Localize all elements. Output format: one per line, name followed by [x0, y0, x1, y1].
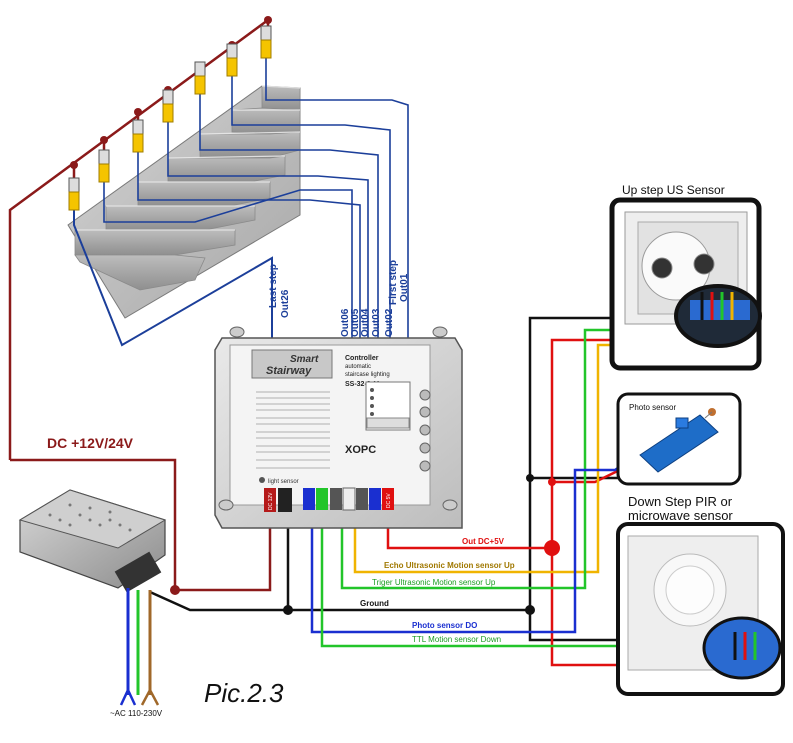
trigger-label: Triger Ultrasonic Motion sensor Up: [372, 578, 496, 587]
ac-plugs: [119, 687, 160, 706]
controller-opc: XOPC: [345, 444, 376, 456]
controller-title-3: staircase lighting: [345, 372, 390, 378]
controller-dc-in: DC 12V: [268, 492, 274, 510]
photo-sensor: [616, 392, 742, 486]
ttl-down-label: TTL Motion sensor Down: [412, 635, 501, 644]
down-sensor-label-1: Down Step PIR or: [628, 494, 733, 509]
out04-label: Out04: [360, 308, 371, 337]
junction-nodes: [170, 474, 560, 615]
out06-label: Out06: [340, 308, 351, 337]
controller-model: SS-32-2.11: [345, 381, 380, 388]
up-sensor: [609, 197, 762, 371]
ac-wires: [126, 588, 152, 695]
controller-light-sensor: light sensor: [268, 479, 299, 485]
out02-label: Out02: [384, 308, 395, 337]
power-supply: [18, 489, 167, 593]
dc-in-wire: [175, 500, 272, 592]
down-sensor-label-2: microwave sensor: [628, 508, 733, 523]
photo-do-label: Photo sensor DO: [412, 621, 477, 630]
photo-sensor-label: Photo sensor: [629, 403, 676, 412]
controller-box: Smart Stairway Controller automatic stai…: [214, 326, 463, 529]
ground-label: Ground: [360, 599, 389, 608]
led-bulbs: [68, 25, 272, 211]
staircase: [67, 85, 301, 319]
last-step-label: Last step: [268, 264, 279, 308]
out26-label: Out26: [280, 289, 291, 318]
controller-dc-out: DC 5V: [386, 493, 392, 508]
output-labels: Last step Out26 Out06 Out05 Out04 Out03 …: [268, 260, 410, 337]
out05-label: Out05: [350, 308, 361, 337]
up-sensor-label: Up step US Sensor: [622, 183, 725, 197]
ac-input-label: ~AC 110-230V: [110, 709, 163, 718]
controller-brand-1: Smart: [290, 354, 319, 365]
pic-label: Pic.2.3: [204, 678, 284, 708]
controller-brand-2: Stairway: [266, 365, 312, 377]
controller-title-2: automatic: [345, 364, 371, 370]
out01-label: Out01: [399, 273, 410, 302]
out03-label: Out03: [371, 308, 382, 337]
dc-supply-label: DC +12V/24V: [47, 435, 134, 451]
controller-title-1: Controller: [345, 355, 379, 362]
first-step-label: First step: [388, 260, 399, 305]
down-sensor: [616, 522, 785, 696]
out-dc5v-label: Out DC+5V: [462, 537, 505, 546]
echo-label: Echo Ultrasonic Motion sensor Up: [384, 561, 515, 570]
